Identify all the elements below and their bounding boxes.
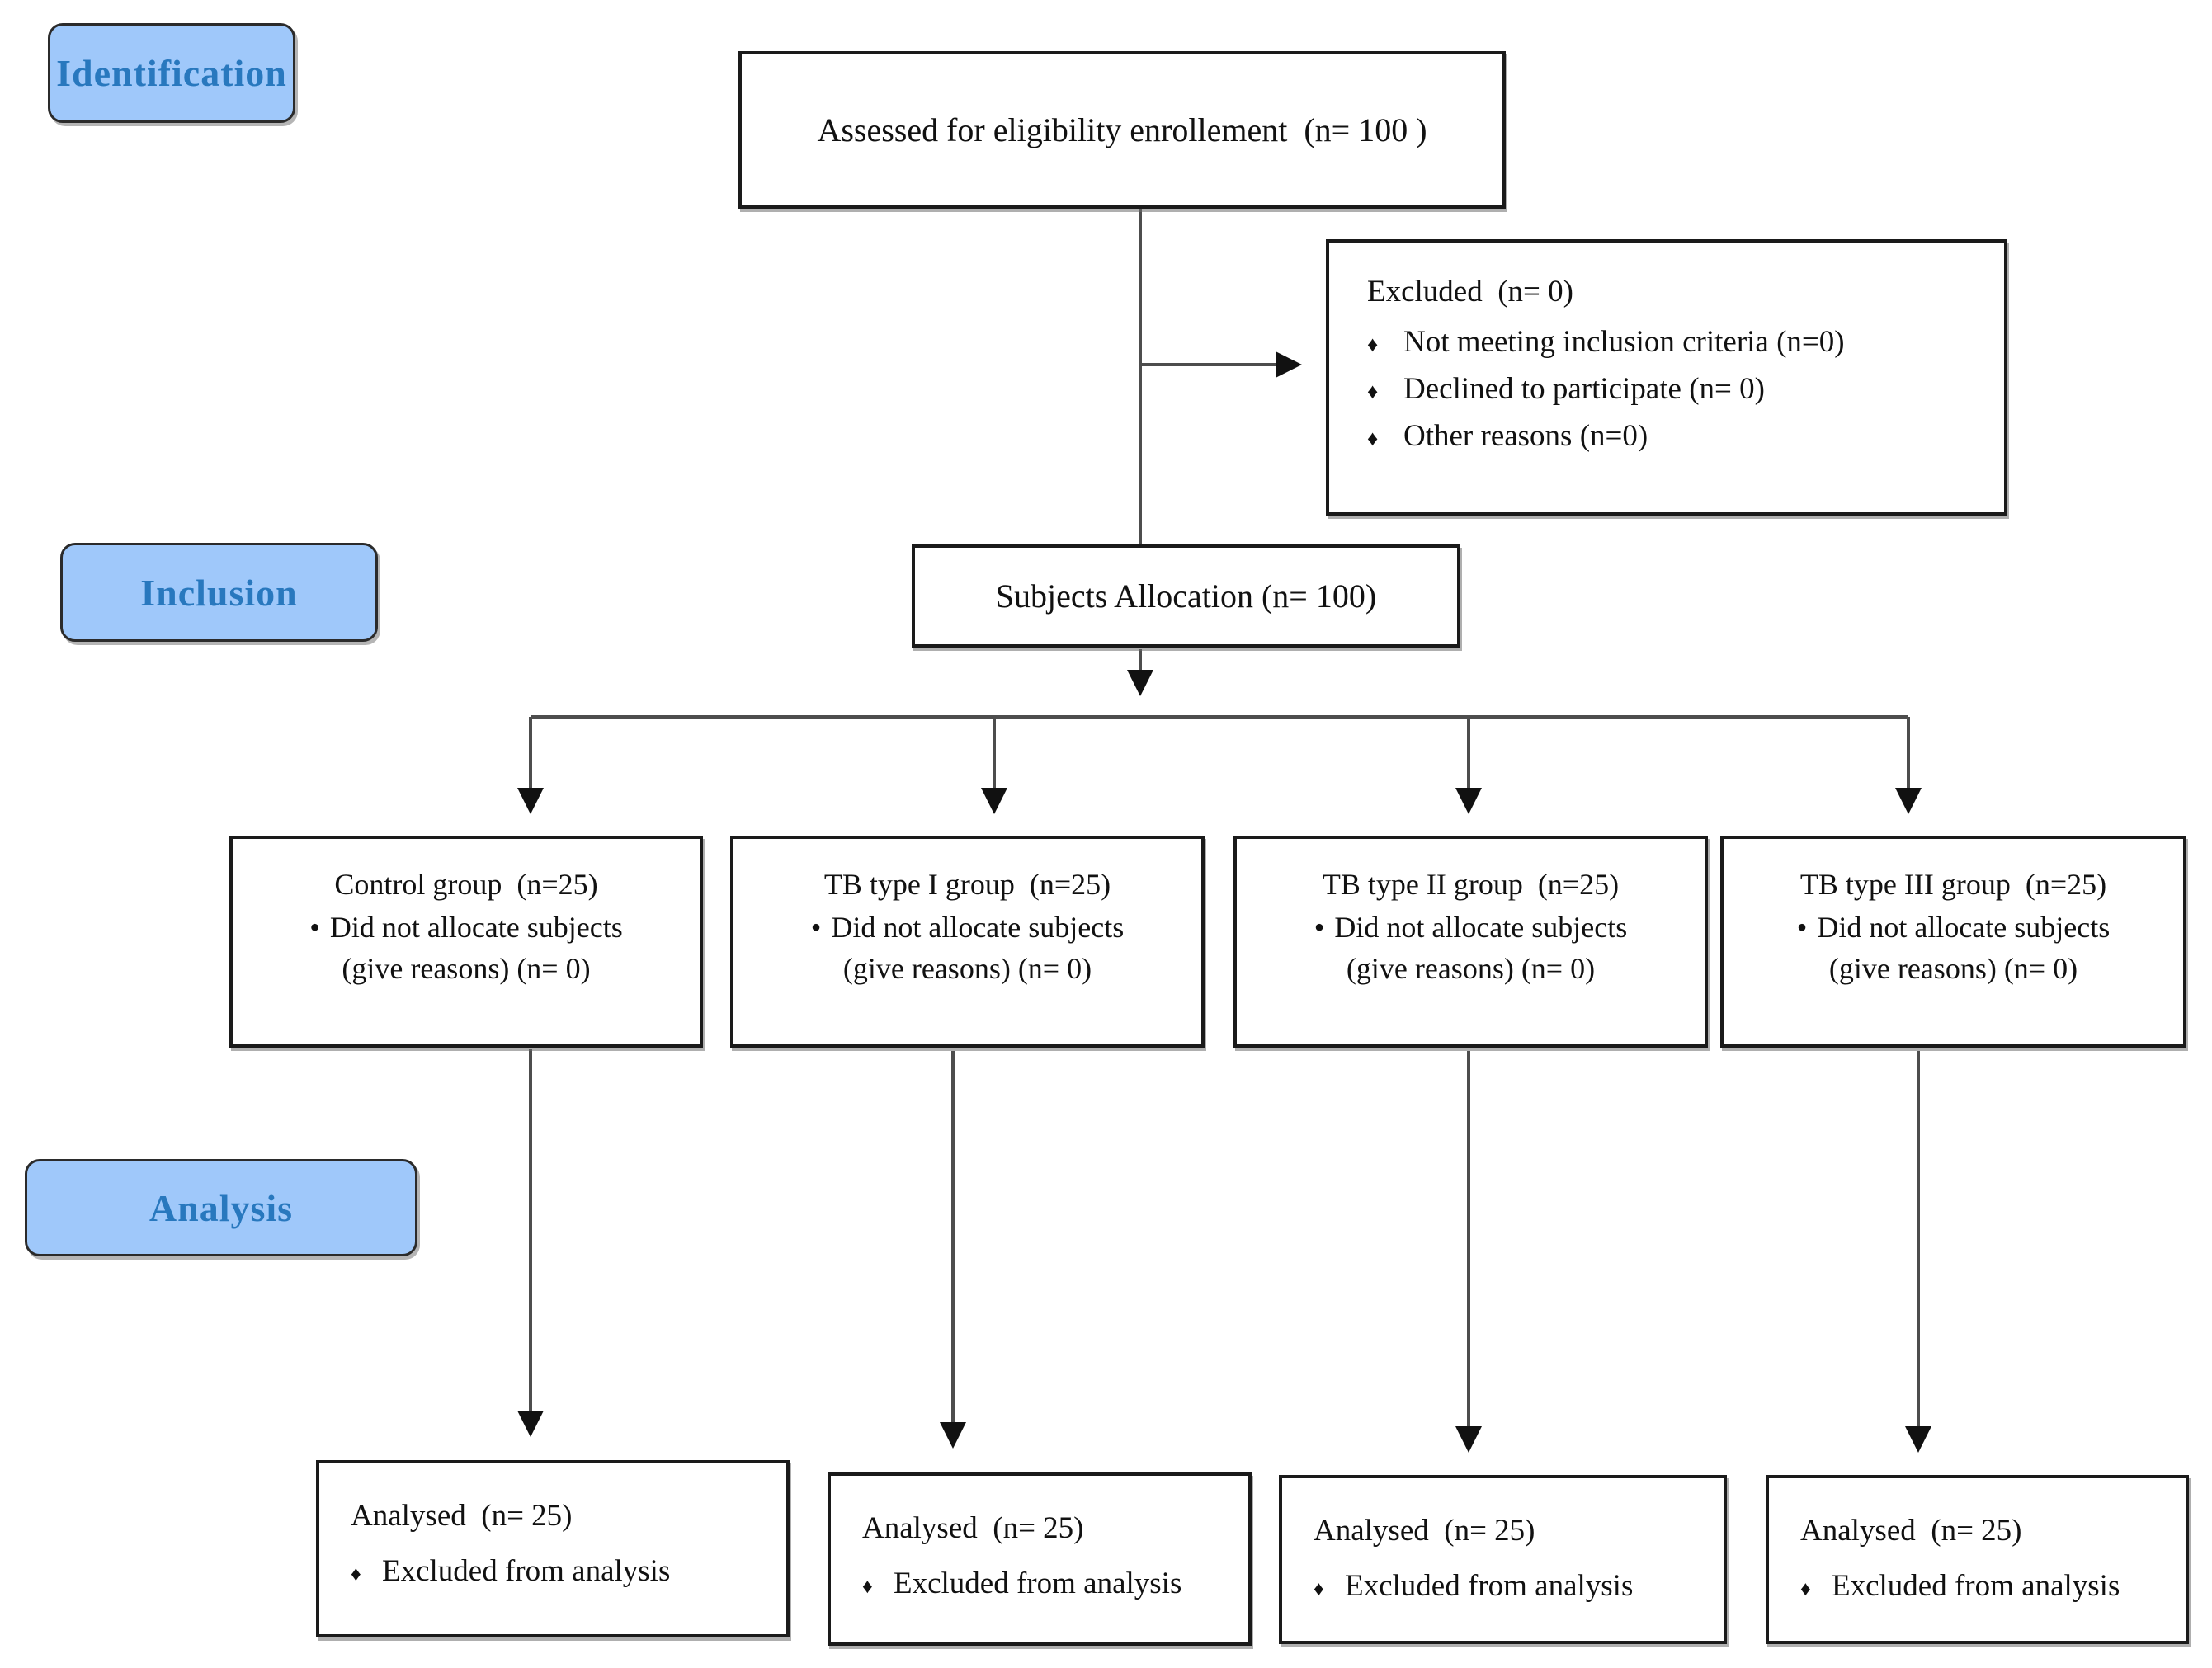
group-reason-line: (give reasons) (n= 0)	[1828, 952, 2078, 985]
group-bullet-line: • Did not allocate subjects	[309, 910, 623, 945]
analysed-box-tb2: Analysed (n= 25) ♦ Excluded from analysi…	[1279, 1475, 1727, 1644]
group-reason-line: (give reasons) (n= 0)	[842, 952, 1092, 985]
stage-label-analysis: Analysis	[25, 1159, 417, 1256]
group-title: TB type II group (n=25)	[1322, 868, 1620, 901]
diamond-bullet-icon: ♦	[1367, 426, 1379, 450]
excluded-item-text: Other reasons (n=0)	[1403, 419, 1648, 453]
analysed-box-tb3: Analysed (n= 25) ♦ Excluded from analysi…	[1766, 1475, 2189, 1644]
analysed-title: Analysed (n= 25)	[1800, 1514, 2022, 1548]
excluded-item-text: Not meeting inclusion criteria (n=0)	[1403, 325, 1845, 359]
excluded-title: Excluded (n= 0)	[1367, 275, 1573, 309]
analysed-box-control: Analysed (n= 25) ♦ Excluded from analysi…	[316, 1460, 790, 1637]
analysed-item: ♦ Excluded from analysis	[1800, 1568, 2177, 1604]
analysed-box-tb1: Analysed (n= 25) ♦ Excluded from analysi…	[828, 1472, 1252, 1646]
tb-type2-group-box: TB type II group (n=25) • Did not allocat…	[1233, 836, 1708, 1048]
group-title: Control group (n=25)	[334, 868, 598, 901]
group-line1-text: Did not allocate subjects	[1817, 911, 2111, 944]
tb-type3-group-box: TB type III group (n=25) • Did not alloca…	[1720, 836, 2186, 1048]
excluded-item: ♦ Declined to participate (n= 0)	[1367, 371, 1988, 407]
excluded-item: ♦ Other reasons (n=0)	[1367, 418, 1988, 454]
diamond-bullet-icon: ♦	[1367, 332, 1379, 356]
analysed-item: ♦ Excluded from analysis	[1314, 1568, 1715, 1604]
group-title: TB type I group (n=25)	[823, 868, 1111, 901]
analysed-title: Analysed (n= 25)	[1314, 1514, 1535, 1548]
stage-label-inclusion: Inclusion	[60, 543, 378, 642]
group-reason-line: (give reasons) (n= 0)	[1346, 952, 1596, 985]
allocation-text: Subjects Allocation (n= 100)	[995, 577, 1377, 615]
diamond-bullet-icon: ♦	[1800, 1578, 1811, 1600]
analysed-item: ♦ Excluded from analysis	[862, 1566, 1240, 1601]
excluded-box: Excluded (n= 0) ♦ Not meeting inclusion …	[1326, 239, 2007, 516]
group-bullet-line: • Did not allocate subjects	[1797, 910, 2111, 945]
diamond-bullet-icon: ♦	[1367, 379, 1379, 403]
allocation-box: Subjects Allocation (n= 100)	[912, 544, 1460, 648]
excluded-item: ♦ Not meeting inclusion criteria (n=0)	[1367, 324, 1988, 360]
analysed-item: ♦ Excluded from analysis	[351, 1553, 778, 1589]
group-title: TB type III group (n=25)	[1799, 868, 2107, 901]
stage-label-analysis-text: Analysis	[149, 1186, 294, 1229]
diamond-bullet-icon: ♦	[1314, 1578, 1324, 1600]
control-group-box: Control group (n=25) • Did not allocate s…	[229, 836, 703, 1048]
assessed-text: Assessed for eligibility enrollement (n=…	[817, 111, 1427, 148]
group-line1-text: Did not allocate subjects	[1334, 911, 1628, 944]
assessed-box: Assessed for eligibility enrollement (n=…	[738, 51, 1506, 209]
diamond-bullet-icon: ♦	[862, 1576, 873, 1598]
stage-label-inclusion-text: Inclusion	[140, 571, 298, 614]
excluded-item-text: Declined to participate (n= 0)	[1403, 372, 1765, 406]
group-bullet-line: • Did not allocate subjects	[811, 910, 1125, 945]
analysed-item-text: Excluded from analysis	[382, 1554, 671, 1588]
dot-bullet-icon: •	[1796, 911, 1808, 944]
analysed-title: Analysed (n= 25)	[862, 1511, 1084, 1545]
group-reason-line: (give reasons) (n= 0)	[342, 952, 591, 985]
dot-bullet-icon: •	[309, 911, 320, 944]
dot-bullet-icon: •	[1314, 911, 1325, 944]
analysed-title: Analysed (n= 25)	[351, 1499, 573, 1533]
stage-label-identification: Identification	[48, 23, 295, 123]
dot-bullet-icon: •	[810, 911, 822, 944]
group-bullet-line: • Did not allocate subjects	[1314, 910, 1628, 945]
tb-type1-group-box: TB type I group (n=25) • Did not allocate…	[730, 836, 1205, 1048]
group-line1-text: Did not allocate subjects	[831, 911, 1125, 944]
stage-label-identification-text: Identification	[56, 52, 287, 94]
analysed-item-text: Excluded from analysis	[1345, 1569, 1634, 1603]
analysed-item-text: Excluded from analysis	[1832, 1569, 2120, 1603]
group-line1-text: Did not allocate subjects	[329, 911, 623, 944]
diamond-bullet-icon: ♦	[351, 1563, 361, 1586]
analysed-item-text: Excluded from analysis	[894, 1567, 1182, 1600]
